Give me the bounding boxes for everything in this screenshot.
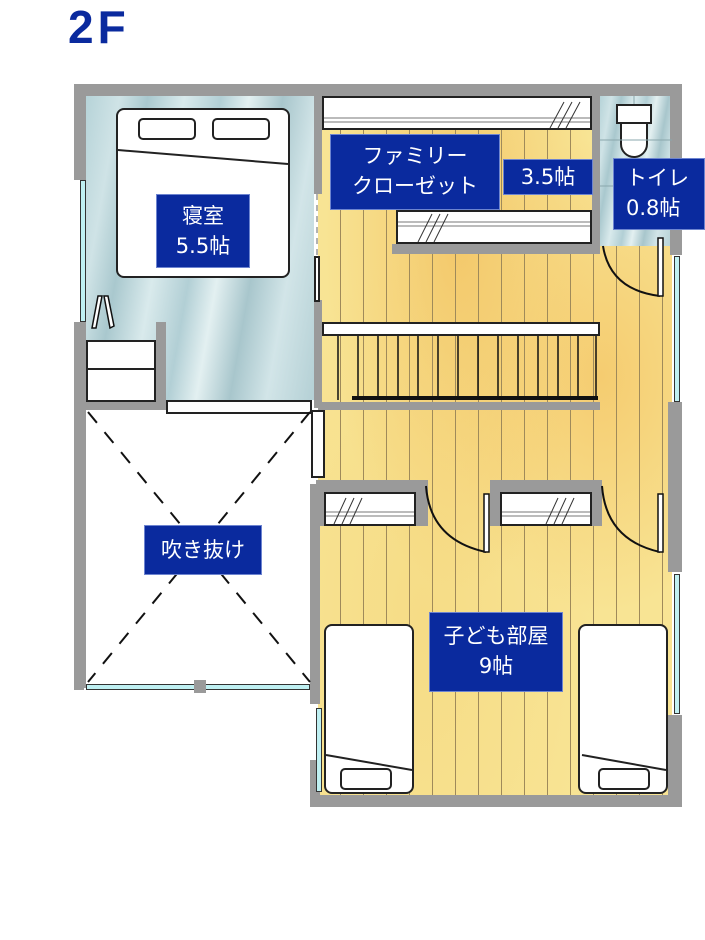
- window-kids-left: [316, 708, 322, 792]
- window-bedroom-left: [80, 180, 86, 322]
- kids-room-size: 9帖: [478, 654, 514, 678]
- wall-bedroom-closet-low: [314, 300, 322, 408]
- wall-right-top: [670, 84, 682, 100]
- window-toilet-right: [674, 256, 680, 402]
- pillow-left: [138, 118, 196, 140]
- bedroom-name: 寝室: [182, 204, 224, 228]
- label-kids-room: 子ども部屋 9帖: [429, 612, 563, 692]
- door-leaf-bedroom: [314, 256, 320, 302]
- shelf-lower: [86, 368, 156, 402]
- wall-top: [74, 84, 682, 96]
- floor-title: 2F: [68, 1, 130, 53]
- wall-kids-left-low: [310, 760, 320, 807]
- wall-bedroom-closet: [314, 84, 322, 194]
- kids-bed-right-pillow: [598, 768, 650, 790]
- bedroom-size: 5.5帖: [175, 234, 231, 258]
- wall-left-upper: [74, 84, 86, 180]
- window-kids-right: [674, 574, 680, 714]
- wall-right-mid: [668, 402, 682, 572]
- label-bedroom: 寝室 5.5帖: [156, 194, 250, 268]
- kids-bed-left: [324, 624, 414, 794]
- label-family-closet: ファミリー クローゼット: [330, 134, 500, 210]
- label-void: 吹き抜け: [144, 525, 262, 575]
- wall-closet-bottom: [392, 244, 600, 254]
- wall-closet-toilet: [592, 84, 600, 254]
- void-name: 吹き抜け: [161, 538, 245, 562]
- sliding-door-vertical: [311, 410, 325, 478]
- toilet-size: 0.8帖: [626, 196, 681, 220]
- kids-bed-right: [578, 624, 668, 794]
- kids-closet-right: [500, 492, 592, 526]
- kids-bed-left-pillow: [340, 768, 392, 790]
- family-closet-name-line2: クローゼット: [352, 174, 478, 198]
- sliding-door-void: [166, 400, 312, 414]
- kids-closet-left: [324, 492, 416, 526]
- wall-left-mid: [74, 322, 86, 688]
- stair-handrail: [322, 322, 600, 336]
- label-family-closet-size: 3.5帖: [503, 159, 593, 195]
- label-toilet: トイレ 0.8帖: [613, 158, 705, 230]
- wall-stairs-bottom: [318, 402, 600, 410]
- window-mullion: [194, 680, 206, 693]
- wall-void-bottom: [74, 684, 84, 690]
- family-closet-name-line1: ファミリー: [362, 144, 468, 168]
- wall-void-right: [310, 484, 320, 704]
- pillow-right: [212, 118, 270, 140]
- wall-shelf-right: [156, 322, 166, 408]
- closet-shelf-top: [322, 96, 592, 130]
- wall-bed-void: [74, 400, 166, 410]
- closet-shelf-bottom: [396, 210, 592, 244]
- wall-right-lower: [668, 715, 682, 807]
- family-closet-size: 3.5帖: [520, 165, 576, 189]
- kids-room-name: 子ども部屋: [443, 624, 549, 648]
- toilet-name: トイレ: [626, 166, 689, 190]
- wall-bottom: [310, 795, 682, 807]
